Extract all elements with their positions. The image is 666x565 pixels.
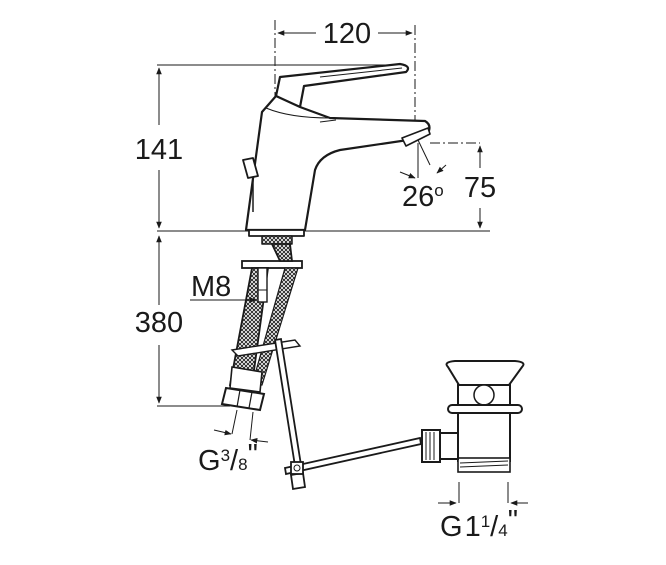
mounting-assembly bbox=[220, 243, 303, 412]
body-base bbox=[248, 229, 305, 237]
g3-8-label: G3/8" bbox=[198, 439, 258, 477]
mounting-washer bbox=[241, 260, 303, 269]
waste-body bbox=[457, 412, 511, 462]
dimension-hose-length: 380 bbox=[135, 235, 230, 407]
dim-120-label: 120 bbox=[323, 18, 371, 50]
dimension-outlet: 75 26o bbox=[399, 139, 496, 229]
dim-26-angle-label: 26o bbox=[402, 181, 444, 213]
pop-up-rod-linkage bbox=[273, 337, 423, 491]
g1-1-4-label: G11/4" bbox=[440, 505, 518, 543]
dimension-waste-thread: G11/4" bbox=[438, 482, 528, 543]
hose-nut bbox=[229, 366, 263, 393]
dimension-hose-connection: G3/8" bbox=[198, 409, 269, 477]
spout bbox=[244, 94, 431, 232]
aerator bbox=[401, 127, 431, 147]
dim-380-label: 380 bbox=[135, 307, 183, 339]
pop-up-waste-valve bbox=[421, 360, 525, 473]
svg-text:M8: M8 bbox=[191, 271, 231, 303]
label-m8: M8 bbox=[190, 271, 257, 303]
dim-75-label: 75 bbox=[464, 172, 496, 204]
dimension-overall-height: 141 bbox=[135, 64, 490, 232]
mixer-body bbox=[242, 62, 431, 245]
dim-141-label: 141 bbox=[135, 134, 183, 166]
pop-up-knob bbox=[242, 157, 259, 179]
lever-handle bbox=[274, 62, 410, 109]
waste-plug bbox=[445, 360, 525, 386]
fixing-stud bbox=[257, 267, 268, 303]
